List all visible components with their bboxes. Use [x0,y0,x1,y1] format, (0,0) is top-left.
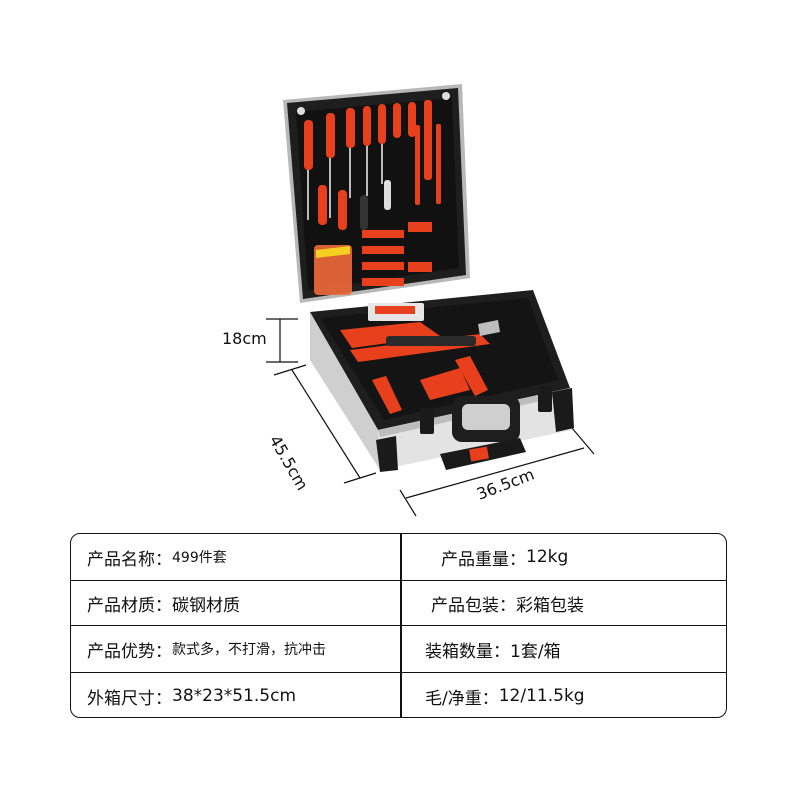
spec-value: 12kg [526,547,569,567]
toolbox-product-image [266,84,595,517]
spec-value: 1套/箱 [510,641,561,662]
left-latch [420,408,434,434]
spec-cell-packaging: 产品包装： 彩箱包装 [431,581,584,625]
spec-value: 499件套 [172,550,227,566]
spec-cell-product-name: 产品名称： 499件套 [87,534,227,580]
dimension-height-label: 18cm [222,329,267,348]
spec-label: 产品包装： [431,595,516,616]
spec-label: 产品名称： [87,549,172,570]
spec-row: 产品名称： 499件套 产品重量： 12kg [71,534,726,581]
spec-row: 产品优势： 款式多，不打滑，抗冲击 装箱数量： 1套/箱 [71,626,726,673]
spec-table: 产品名称： 499件套 产品重量： 12kg 产品材质： 碳钢材质 产品包装： … [70,533,727,718]
spec-label: 装箱数量： [425,641,510,662]
bit-set [314,222,432,295]
spec-value: 38*23*51.5cm [172,686,297,706]
spec-value: 彩箱包装 [516,595,584,616]
spec-label: 产品优势： [87,641,172,662]
toolbox-base [310,290,574,472]
spec-cell-material: 产品材质： 碳钢材质 [87,581,240,625]
screwdrivers [304,100,441,230]
spec-cell-quantity-per-box: 装箱数量： 1套/箱 [425,626,561,672]
right-latch [538,386,552,412]
spec-cell-outer-box-size: 外箱尺寸： 38*23*51.5cm [87,673,297,717]
spec-cell-advantages: 产品优势： 款式多，不打滑，抗冲击 [87,626,326,672]
spec-row: 产品材质： 碳钢材质 产品包装： 彩箱包装 [71,581,726,626]
spec-value: 碳钢材质 [172,595,240,616]
dimension-lines [266,318,595,517]
spec-label: 产品重量： [441,549,526,570]
toolbox-lid [283,84,470,303]
spec-row: 外箱尺寸： 38*23*51.5cm 毛/净重： 12/11.5kg [71,673,726,717]
spec-cell-gross-net-weight: 毛/净重： 12/11.5kg [425,673,585,717]
spec-label: 产品材质： [87,595,172,616]
spec-label: 毛/净重： [425,688,499,709]
spec-value: 款式多，不打滑，抗冲击 [172,642,326,658]
spec-value: 12/11.5kg [498,686,585,706]
spec-cell-product-weight: 产品重量： 12kg [441,534,568,580]
spec-label: 外箱尺寸： [87,688,172,709]
